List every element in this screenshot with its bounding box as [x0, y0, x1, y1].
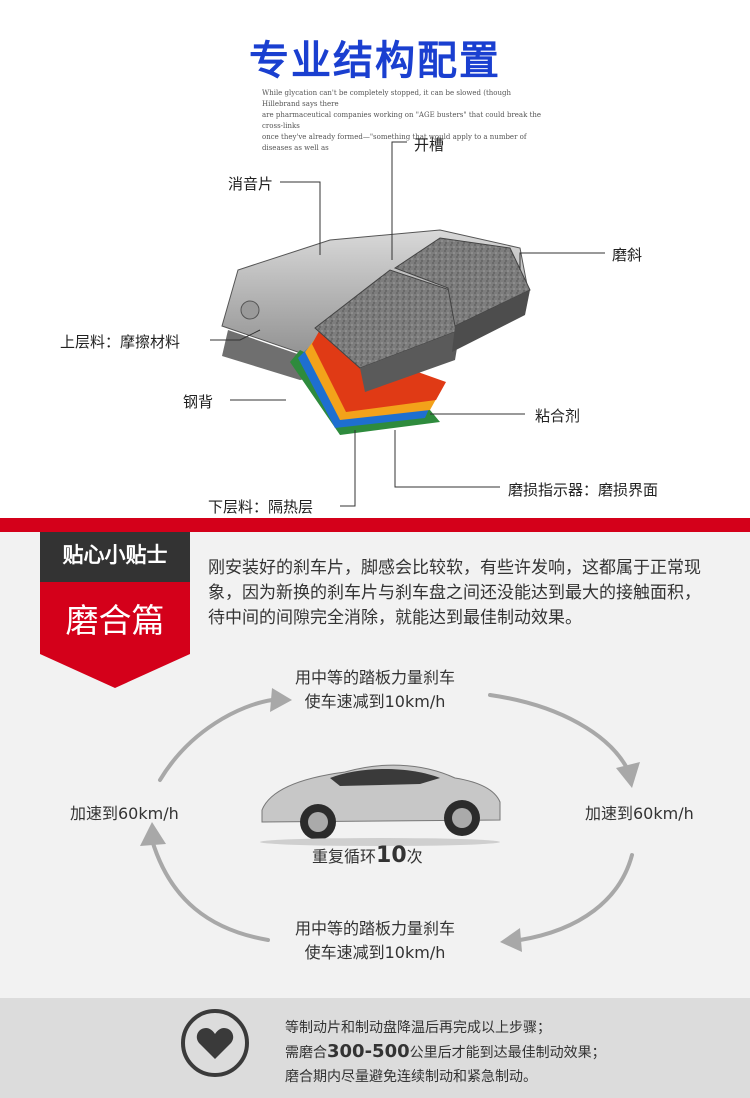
tips-badge: 贴心小贴士: [40, 532, 190, 582]
arrow-top-left: [158, 698, 274, 782]
repeat-suffix: 次: [406, 847, 423, 866]
note-line-2-prefix: 需磨合: [285, 1045, 327, 1061]
cycle-top-line1: 用中等的踏板力量刹车: [294, 668, 455, 687]
friction-block-shape: [314, 237, 531, 392]
leader-lines: [210, 141, 605, 507]
label-shim: 消音片: [228, 175, 274, 193]
label-lower-layer: 下层料：隔热层: [208, 498, 314, 516]
page-title: 专业结构配置: [249, 38, 501, 84]
car-image: [260, 764, 501, 846]
notes-text: 等制动片和制动盘降温后再完成以上步骤； 需磨合300-500公里后才能到达最佳制…: [285, 1016, 606, 1089]
cycle-step-bottom: 用中等的踏板力量刹车 使车速减到10km/h: [290, 915, 460, 963]
ribbon-point: [40, 654, 190, 688]
cycle-arrows: [140, 688, 640, 952]
cycle-bottom-line2: 使车速减到10km/h: [304, 943, 446, 962]
label-slot: 开槽: [414, 136, 445, 154]
cycle-step-left: 加速到60km/h: [70, 804, 179, 823]
section-ribbon: 磨合篇: [40, 582, 190, 654]
blurb-line: While glycation can't be completely stop…: [262, 89, 511, 108]
notes-section: [0, 998, 750, 1098]
heart-icon: [181, 1009, 249, 1077]
cycle-bottom-line1: 用中等的踏板力量刹车: [294, 919, 455, 938]
cycle-top-line2: 使车速减到10km/h: [304, 692, 446, 711]
divider-bar: [0, 518, 750, 532]
note-line-2-suffix: 公里后才能到达最佳制动效果；: [409, 1045, 606, 1061]
label-adhesive: 粘合剂: [535, 407, 581, 425]
note-distance: 300-500: [327, 1041, 410, 1062]
repeat-count: 10: [376, 843, 407, 868]
blurb-line: once they've already formed—"something t…: [262, 133, 527, 152]
label-backing: 钢背: [183, 393, 214, 411]
arrow-top-right: [488, 693, 630, 772]
blurb-text: While glycation can't be completely stop…: [262, 88, 542, 154]
cycle-step-top: 用中等的踏板力量刹车 使车速减到10km/h: [290, 664, 460, 712]
arrow-bottom-right: [518, 853, 634, 942]
note-line-3: 磨合期内尽量避免连续制动和紧急制动。: [285, 1069, 537, 1085]
blurb-line: are pharmaceutical companies working on …: [262, 111, 542, 130]
arrow-bottom-left: [150, 838, 270, 942]
repeat-prefix: 重复循环: [312, 847, 377, 866]
cycle-step-right: 加速到60km/h: [585, 804, 694, 823]
brake-pad-diagram: [210, 141, 605, 507]
tips-paragraph: 刚安装好的刹车片，脚感会比较软，有些许发响，这都属于正常现象，因为新换的刹车片与…: [208, 558, 701, 628]
label-upper-layer: 上层料：摩擦材料: [60, 333, 181, 351]
label-chamfer: 磨斜: [612, 246, 643, 264]
label-wear-indicator: 磨损指示器：磨损界面: [508, 481, 659, 499]
note-line-1: 等制动片和制动盘降温后再完成以上步骤；: [285, 1020, 551, 1036]
note-line-2: 需磨合300-500公里后才能到达最佳制动效果；: [285, 1040, 606, 1065]
repeat-count-text: 重复循环10次: [312, 843, 423, 868]
